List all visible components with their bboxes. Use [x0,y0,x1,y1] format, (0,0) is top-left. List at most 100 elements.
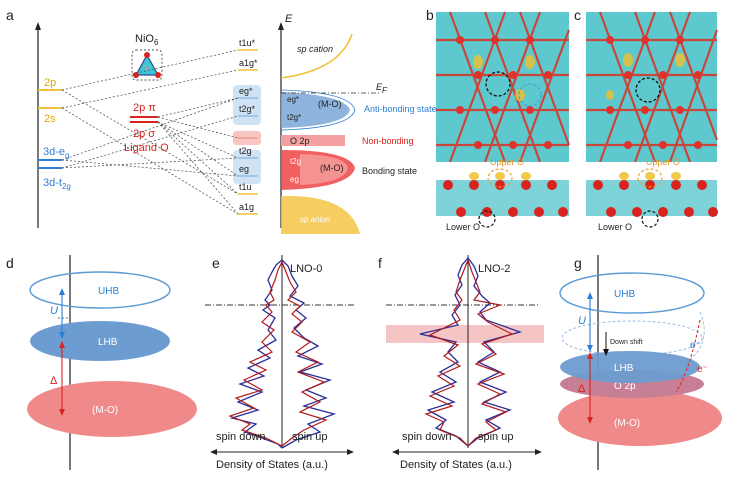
panel-g-lhb-ghost [561,320,703,356]
panel-d-lhb-label: LHB [98,337,118,348]
panel-a-left-axis-arrow [35,22,41,30]
panel-c-lower-o: Lower O [598,222,632,232]
panel-e-xlabel: Density of States (a.u.) [216,459,328,471]
panel-g-delta-label: Δ [578,383,586,395]
panel-d-delta-label: Δ [50,375,58,387]
panel-f-spin-down-line [419,257,469,447]
panel-label-g: g [574,255,582,271]
panel-e-xaxis-arrow [210,449,354,455]
label-non-bonding: Non-bonding [362,136,414,146]
panel-b-side-view: Upper O Lower O [436,157,569,234]
label-EF: EF [376,82,388,95]
non-bonding-box [233,131,261,145]
label-ligand-o: Ligand O [124,142,169,154]
band-sp-anion [281,195,360,234]
panel-g-mo [558,390,722,446]
label-2s: 2s [44,113,56,125]
panel-d-delta-arrow [59,341,65,416]
nio6-cluster-icon [131,49,163,81]
panel-g-electron-2: e⁻ [697,364,708,375]
panel-g-o2p-label: O 2p [614,381,636,392]
panel-e-spin-up-red [281,261,328,447]
panel-g-down-shift-arrow [603,332,609,356]
panel-f-spin-up: spin up [478,431,513,443]
panel-e-spin-up-line [281,259,337,449]
label-bonding-state: Bonding state [362,166,417,176]
orbital-t1u-star: t1u* [239,38,256,48]
panel-a-energy-arrow [278,22,284,30]
orbital-t2g-star: t2g* [239,104,256,114]
panel-g-u-arrow [587,292,593,352]
panel-g-uhb [559,272,705,314]
label-sp-cation: sp cation [297,44,333,54]
cluster-label: NiO6 [135,33,159,47]
label-eg-band: eg [290,175,299,184]
orbital-t2g: t2g [239,146,252,156]
panel-f-xlabel: Density of States (a.u.) [400,459,512,471]
eg-star-box [233,85,261,125]
label-2p: 2p [44,77,56,89]
panel-f-xaxis-arrow [392,449,542,455]
panel-label-c: c [574,7,581,23]
panel-label-d: d [6,255,14,271]
panel-b-lower-o: Lower O [446,222,480,232]
panel-g-u-label: U [578,315,586,327]
panel-label-e: e [212,255,220,271]
panel-label-b: b [426,7,434,23]
panel-g-electron-path-1 [689,311,705,361]
panel-d-mo [27,381,197,437]
band-antibonding [281,92,350,128]
label-2p-pi: 2p π [133,102,156,114]
panel-d-lhb [30,321,170,361]
label-eg-star-band: eg* [287,95,299,104]
band-o2p [281,135,345,146]
panel-f-spin-up-red [467,259,514,447]
band-bonding-light [300,154,348,185]
panel-g-delta-arrow [587,352,593,424]
panel-c-side-view: Upper O Lower O [586,157,718,234]
panel-c-top-view [586,11,719,163]
orbital-eg-star: eg* [239,86,253,96]
panel-e-title: LNO-0 [290,263,322,275]
panel-e-spin-up: spin up [292,431,327,443]
orbital-eg: eg [239,164,249,174]
panel-g-uhb-label: UHB [614,289,635,300]
panel-f-title: LNO-2 [478,263,510,275]
panel-e-spin-down-line [229,259,283,449]
orbital-a1g: a1g [239,202,254,212]
orbital-a1g-star: a1g* [239,58,258,68]
panel-d-u-label: U [50,305,58,317]
t2g-eg-box [233,150,261,184]
panel-e-dos [205,255,355,449]
band-antibonding-outline [280,89,356,131]
band-sp-cation [280,33,353,79]
correlation-lines [61,49,239,215]
axis-E: E [285,13,293,25]
panel-g-electron-path-2 [675,319,701,393]
panel-d-u-arrow [58,288,70,339]
label-t2g-star-band: t2g* [287,113,301,122]
panel-f-spin-down: spin down [402,431,452,443]
label-2p-sigma: 2p σ [133,128,155,140]
panel-d-uhb-label: UHB [98,286,119,297]
label-sp-anion: sp anion [300,215,331,224]
panel-f-highlight [386,325,544,343]
panel-f-dos [386,255,544,448]
label-3d-eg: 3d-eg [43,146,69,160]
panel-label-f: f [378,255,382,271]
panel-g-lhb [560,351,700,383]
panel-b-upper-o: Upper O [490,157,524,167]
panel-g-mo-label: (M-O) [614,418,640,429]
label-t2g-band: t2g [290,157,301,166]
label-mo-lower: (M-O) [320,163,344,173]
label-mo-upper: (M-O) [318,99,342,109]
panel-c-upper-o: Upper O [646,157,680,167]
panel-b-top-view [436,11,571,163]
label-o2p: O 2p [290,136,310,146]
panel-g-lhb-label: LHB [614,363,634,374]
label-anti-bonding: Anti-bonding state [364,104,437,114]
panel-e-spin-down: spin down [216,431,266,443]
orbital-t1u: t1u [239,182,252,192]
panel-f-spin-down-red [424,259,469,447]
